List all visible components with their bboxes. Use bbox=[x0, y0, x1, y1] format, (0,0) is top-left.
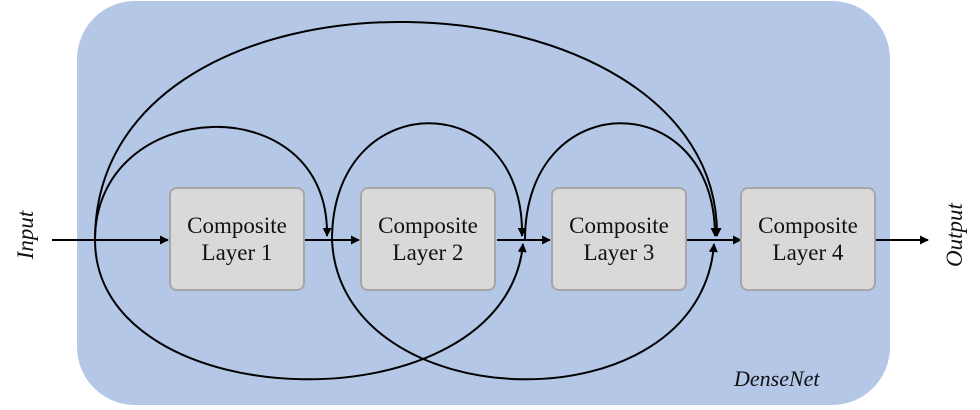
composite-layer-4: Composite Layer 4 bbox=[740, 187, 876, 291]
layer-3-line2: Layer 3 bbox=[583, 240, 655, 265]
layer-2-line1: Composite bbox=[378, 213, 478, 238]
layer-3-line1: Composite bbox=[569, 213, 669, 238]
layer-4-line1: Composite bbox=[758, 213, 858, 238]
composite-layer-1: Composite Layer 1 bbox=[169, 187, 305, 291]
skip-arc-input-to-layer2 bbox=[94, 126, 332, 241]
layer-4-line2: Layer 4 bbox=[772, 240, 844, 265]
skip-arc-input-to-layer3 bbox=[94, 239, 527, 381]
layer-1-line2: Layer 1 bbox=[201, 240, 273, 265]
composite-layer-2: Composite Layer 2 bbox=[360, 187, 496, 291]
composite-layer-3: Composite Layer 3 bbox=[551, 187, 687, 291]
layer-2-line2: Layer 2 bbox=[392, 240, 464, 265]
input-label: Input bbox=[13, 210, 38, 260]
skip-arc-layer2-to-layer4 bbox=[524, 122, 720, 241]
skip-arc-layer1-to-layer3 bbox=[331, 122, 527, 241]
layer-1-line1: Composite bbox=[187, 213, 287, 238]
output-label: Output bbox=[942, 203, 967, 267]
skip-arc-layer1-to-layer4 bbox=[331, 239, 718, 381]
densenet-label: DenseNet bbox=[734, 366, 820, 391]
skip-arc-input-to-layer4 bbox=[94, 21, 722, 241]
